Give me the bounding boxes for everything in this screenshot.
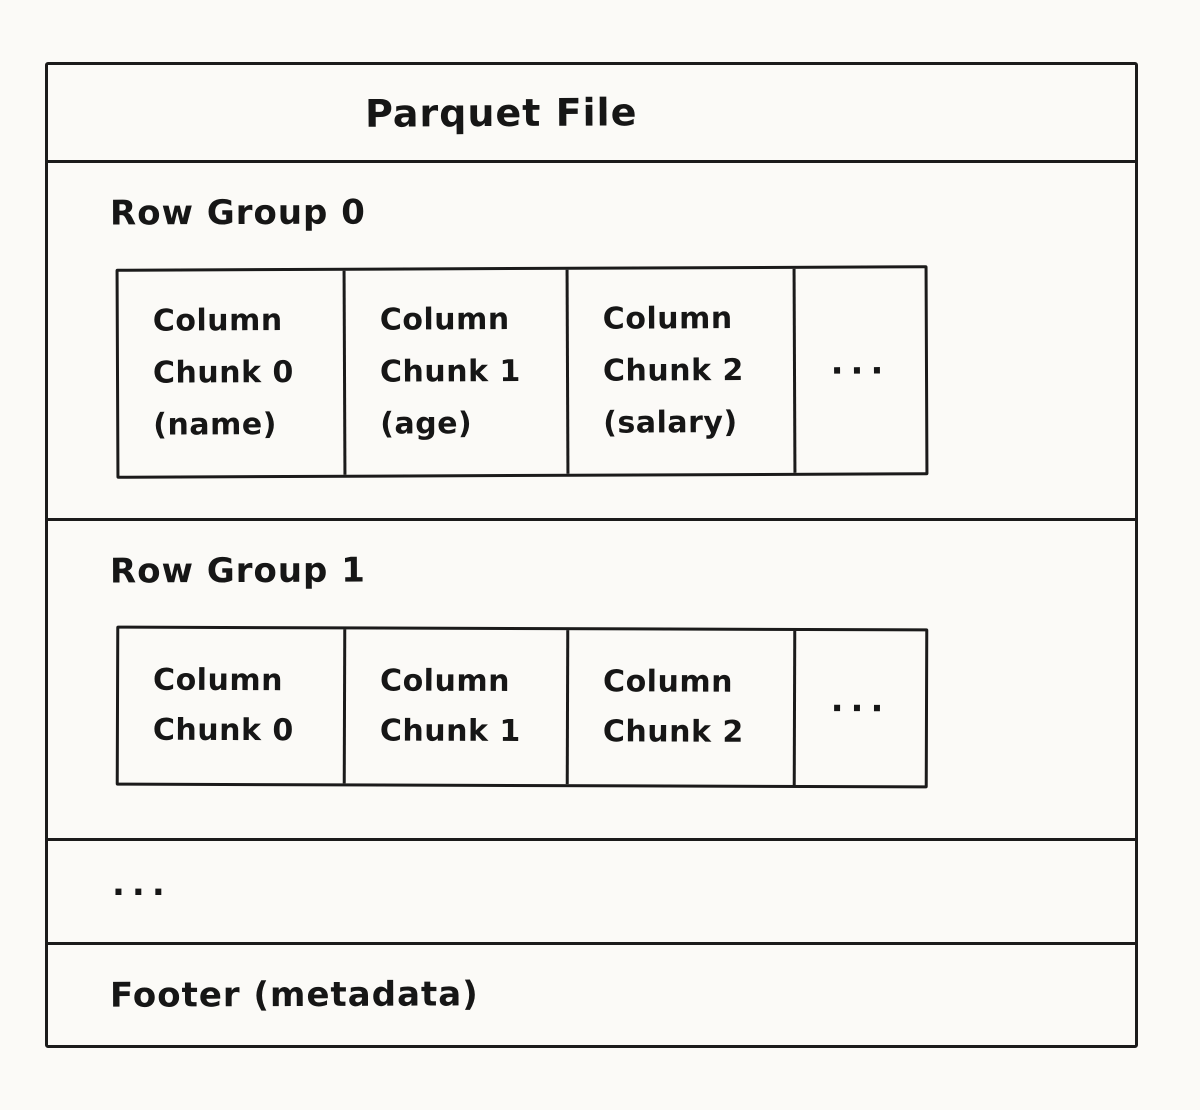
diagram-title: Parquet File — [365, 89, 638, 136]
chunk-line: Chunk 2 — [602, 353, 744, 389]
more-row-groups-section: ... — [48, 841, 1135, 945]
ellipsis-dots: ... — [830, 342, 891, 383]
row-group-0-label: Row Group 0 — [109, 192, 366, 234]
column-chunk-cell: Column Chunk 1 (age) — [345, 269, 570, 475]
chunk-line: Chunk 1 — [379, 713, 521, 749]
chunk-line: Chunk 1 — [379, 354, 521, 390]
column-chunk-cell: Column Chunk 0 — [118, 628, 347, 784]
parquet-file-box: Parquet File Row Group 0 Column Chunk 0 … — [45, 62, 1138, 1048]
ellipsis-dots: ... — [830, 680, 891, 721]
chunk-line: Column — [379, 302, 510, 338]
chunk-line: Column — [153, 662, 284, 699]
row-group-1-chunk-row: Column Chunk 0 Column Chunk 1 Column Chu… — [115, 625, 929, 789]
row-group-1-section: Row Group 1 Column Chunk 0 Column Chunk … — [48, 521, 1135, 841]
column-chunk-cell: Column Chunk 0 (name) — [118, 270, 347, 476]
footer-label: Footer (metadata) — [109, 974, 479, 1016]
chunk-line: (salary) — [603, 405, 738, 441]
footer-metadata-section: Footer (metadata) — [48, 945, 1135, 1045]
row-group-1-label: Row Group 1 — [109, 550, 366, 592]
column-chunk-cell: Column Chunk 1 — [345, 629, 570, 785]
chunk-line: Chunk 2 — [602, 714, 744, 750]
chunk-line: Column — [603, 664, 734, 700]
more-chunks-ellipsis-cell: ... — [796, 268, 926, 473]
parquet-file-title-section: Parquet File — [48, 65, 1135, 163]
row-group-0-section: Row Group 0 Column Chunk 0 (name) Column… — [48, 163, 1135, 521]
chunk-line: Column — [380, 663, 511, 699]
chunk-line: Chunk 0 — [152, 354, 294, 391]
column-chunk-cell: Column Chunk 2 — [568, 630, 797, 785]
chunk-line: Chunk 0 — [152, 712, 294, 749]
row-group-0-chunk-row: Column Chunk 0 (name) Column Chunk 1 (ag… — [115, 265, 929, 479]
more-chunks-ellipsis-cell: ... — [796, 631, 926, 785]
chunk-line: (name) — [153, 407, 277, 443]
column-chunk-cell: Column Chunk 2 (salary) — [568, 268, 797, 474]
chunk-line: Column — [602, 301, 733, 337]
chunk-line: Column — [152, 303, 283, 339]
ellipsis-dots: ... — [112, 863, 172, 904]
chunk-line: (age) — [380, 406, 473, 442]
